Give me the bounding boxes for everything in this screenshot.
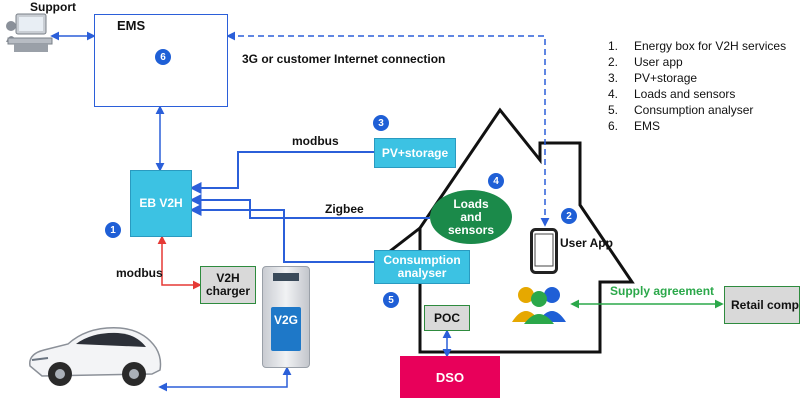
- legend-item: 3. PV+storage: [608, 70, 786, 86]
- poc-box[interactable]: POC: [424, 305, 470, 331]
- legend-item: 5. Consumption analyser: [608, 102, 786, 118]
- supply-agreement-label: Supply agreement: [610, 284, 715, 298]
- consumption-badge: 5: [383, 292, 399, 308]
- eb-consumption-link: [189, 204, 374, 263]
- charger-display: [273, 273, 299, 281]
- charger-screen: V2G: [271, 307, 301, 351]
- legend-item-number: 6.: [608, 119, 619, 133]
- legend-item: 2. User app: [608, 54, 786, 70]
- connection-label: 3G or customer Internet connection: [242, 52, 446, 66]
- legend-item-text: Consumption analyser: [634, 103, 754, 117]
- legend-item-text: EMS: [634, 119, 661, 133]
- ems-label: EMS: [117, 18, 146, 33]
- eb-badge: 1: [105, 222, 121, 238]
- app-badge: 2: [561, 208, 577, 224]
- legend-item-text: User app: [634, 55, 683, 69]
- eb-charger-link: [157, 235, 202, 290]
- legend-item-number: 5.: [608, 103, 619, 117]
- modbus-pv-label: modbus: [292, 134, 339, 148]
- support-computer-icon: [6, 13, 53, 52]
- legend-item: 6. EMS: [608, 118, 786, 134]
- ems-badge: 6: [155, 49, 171, 65]
- zigbee-label: Zigbee: [325, 202, 364, 216]
- electric-car-image: [29, 327, 162, 386]
- legend-item-text: PV+storage: [634, 71, 698, 85]
- legend-item: 1. Energy box for V2H services: [608, 38, 786, 54]
- legend-item-number: 3.: [608, 71, 619, 85]
- legend-item-text: Energy box for V2H services: [634, 39, 787, 53]
- eb-pv-link: [189, 151, 374, 194]
- pv-badge: 3: [373, 115, 389, 131]
- loads-sensors-ellipse[interactable]: Loads and sensors: [430, 190, 512, 244]
- modbus-charger-label: modbus: [116, 266, 163, 280]
- user-app-label: User App: [560, 236, 613, 250]
- pv-storage-box[interactable]: PV+storage: [374, 138, 456, 168]
- ems-app-dashed-link: [226, 31, 550, 227]
- charger-car-link: [158, 366, 292, 392]
- retail-company-box[interactable]: Retail company: [724, 286, 800, 324]
- support-label: Support: [30, 0, 76, 14]
- legend-item: 4. Loads and sensors: [608, 86, 786, 102]
- legend-item-number: 1.: [608, 39, 619, 53]
- legend-item-number: 2.: [608, 55, 619, 69]
- eb-v2h-box[interactable]: EB V2H: [130, 170, 192, 237]
- users-group-icon: [512, 287, 566, 324]
- dso-box[interactable]: DSO: [400, 356, 500, 398]
- smartphone-icon: [530, 228, 558, 274]
- v2h-charger-box[interactable]: V2H charger: [200, 266, 256, 304]
- consumption-analyser-box[interactable]: Consumption analyser: [374, 250, 470, 284]
- loads-badge: 4: [488, 173, 504, 189]
- charging-station-image: V2G: [262, 266, 310, 368]
- legend-item-number: 4.: [608, 87, 619, 101]
- legend-item-text: Loads and sensors: [634, 87, 736, 101]
